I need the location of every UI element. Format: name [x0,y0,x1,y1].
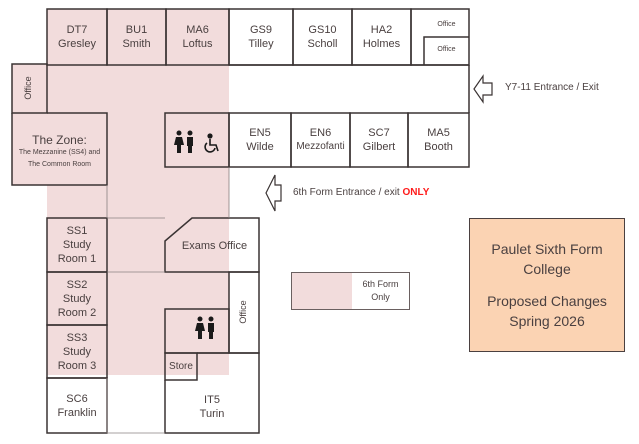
room-name: Holmes [362,38,401,50]
sixth-form-entrance-label: 6th Form Entrance / exit ONLY [293,187,429,198]
toilets-icon [174,130,193,153]
room-name: Franklin [57,406,97,419]
title-line: Spring 2026 [509,313,585,329]
room-name: Room 1 [57,253,97,265]
room-code: SS1 [66,225,88,237]
room-name: Room 2 [57,306,97,319]
room-code: SS2 [66,278,88,291]
room-code: SS3 [66,331,88,344]
exams-office [164,217,260,273]
room-code: DT7 [66,24,88,36]
room-code: HA2 [370,24,393,36]
legend: 6th Form Only [291,272,410,310]
legend-line: Only [371,292,390,302]
room-name: Tilley [248,38,274,50]
toilets-icon [195,316,214,339]
room-code: MA5 [427,127,450,139]
legend-line: 6th Form [362,279,399,289]
room-code: SC6 [66,392,88,405]
room-code: MA6 [186,24,209,36]
room-code: EN6 [309,127,332,139]
office-left-label: Office [23,76,33,100]
room-name: Study [62,345,92,358]
store-label: Store [169,360,193,372]
sixth-form-entrance-text: 6th Form Entrance / exit [293,187,400,198]
room-name: Study [62,292,92,305]
title-line: College [523,261,571,277]
zone-subtitle: The Common Room [27,161,92,168]
zone-label: The Zone: The Mezzanine (SS4) and The Co… [12,130,107,174]
zone-subtitle: The Mezzanine (SS4) and [18,149,101,156]
room-name: Gilbert [362,141,396,153]
room-name: Wilde [246,141,274,153]
room-name: Scholl [307,38,338,50]
title-line: Proposed Changes [487,293,607,309]
room-name: Booth [424,141,453,153]
room-name: Smith [122,38,151,50]
sixth-form-entrance-arrow [265,174,282,212]
room-name: Mezzofanti [296,141,345,152]
room-name: Gresley [58,38,96,50]
office-top2-label: Office [437,46,456,53]
room-name: Study [62,239,92,251]
room-code: EN5 [249,127,271,139]
room-ma5 [407,112,470,168]
room-code: GS10 [308,24,337,36]
room-name: Turin [199,407,225,420]
store [164,352,198,381]
room-code: GS9 [249,24,272,36]
only-emphasis: ONLY [402,187,430,198]
title-line: Paulet Sixth Form [491,241,603,257]
room-code: BU1 [125,24,148,36]
legend-swatch [292,273,352,309]
room-name: Loftus [182,38,213,50]
room-name: Room 3 [57,359,97,372]
room-code: IT5 [204,393,220,406]
office-mid-label: Office [238,300,248,324]
exams-office-label: Exams Office [181,240,248,252]
legend-text: 6th Form Only [352,273,409,309]
title-box: Paulet Sixth Form College Proposed Chang… [469,218,625,352]
accessible-toilet-icon [204,133,219,153]
office-left [11,63,48,114]
room-code: SC7 [368,127,390,139]
office-top1-label: Office [437,21,456,28]
y7-11-entrance-arrow [473,74,493,104]
y7-11-entrance-label: Y7-11 Entrance / Exit [505,82,599,93]
zone-title: The Zone: [32,133,87,147]
